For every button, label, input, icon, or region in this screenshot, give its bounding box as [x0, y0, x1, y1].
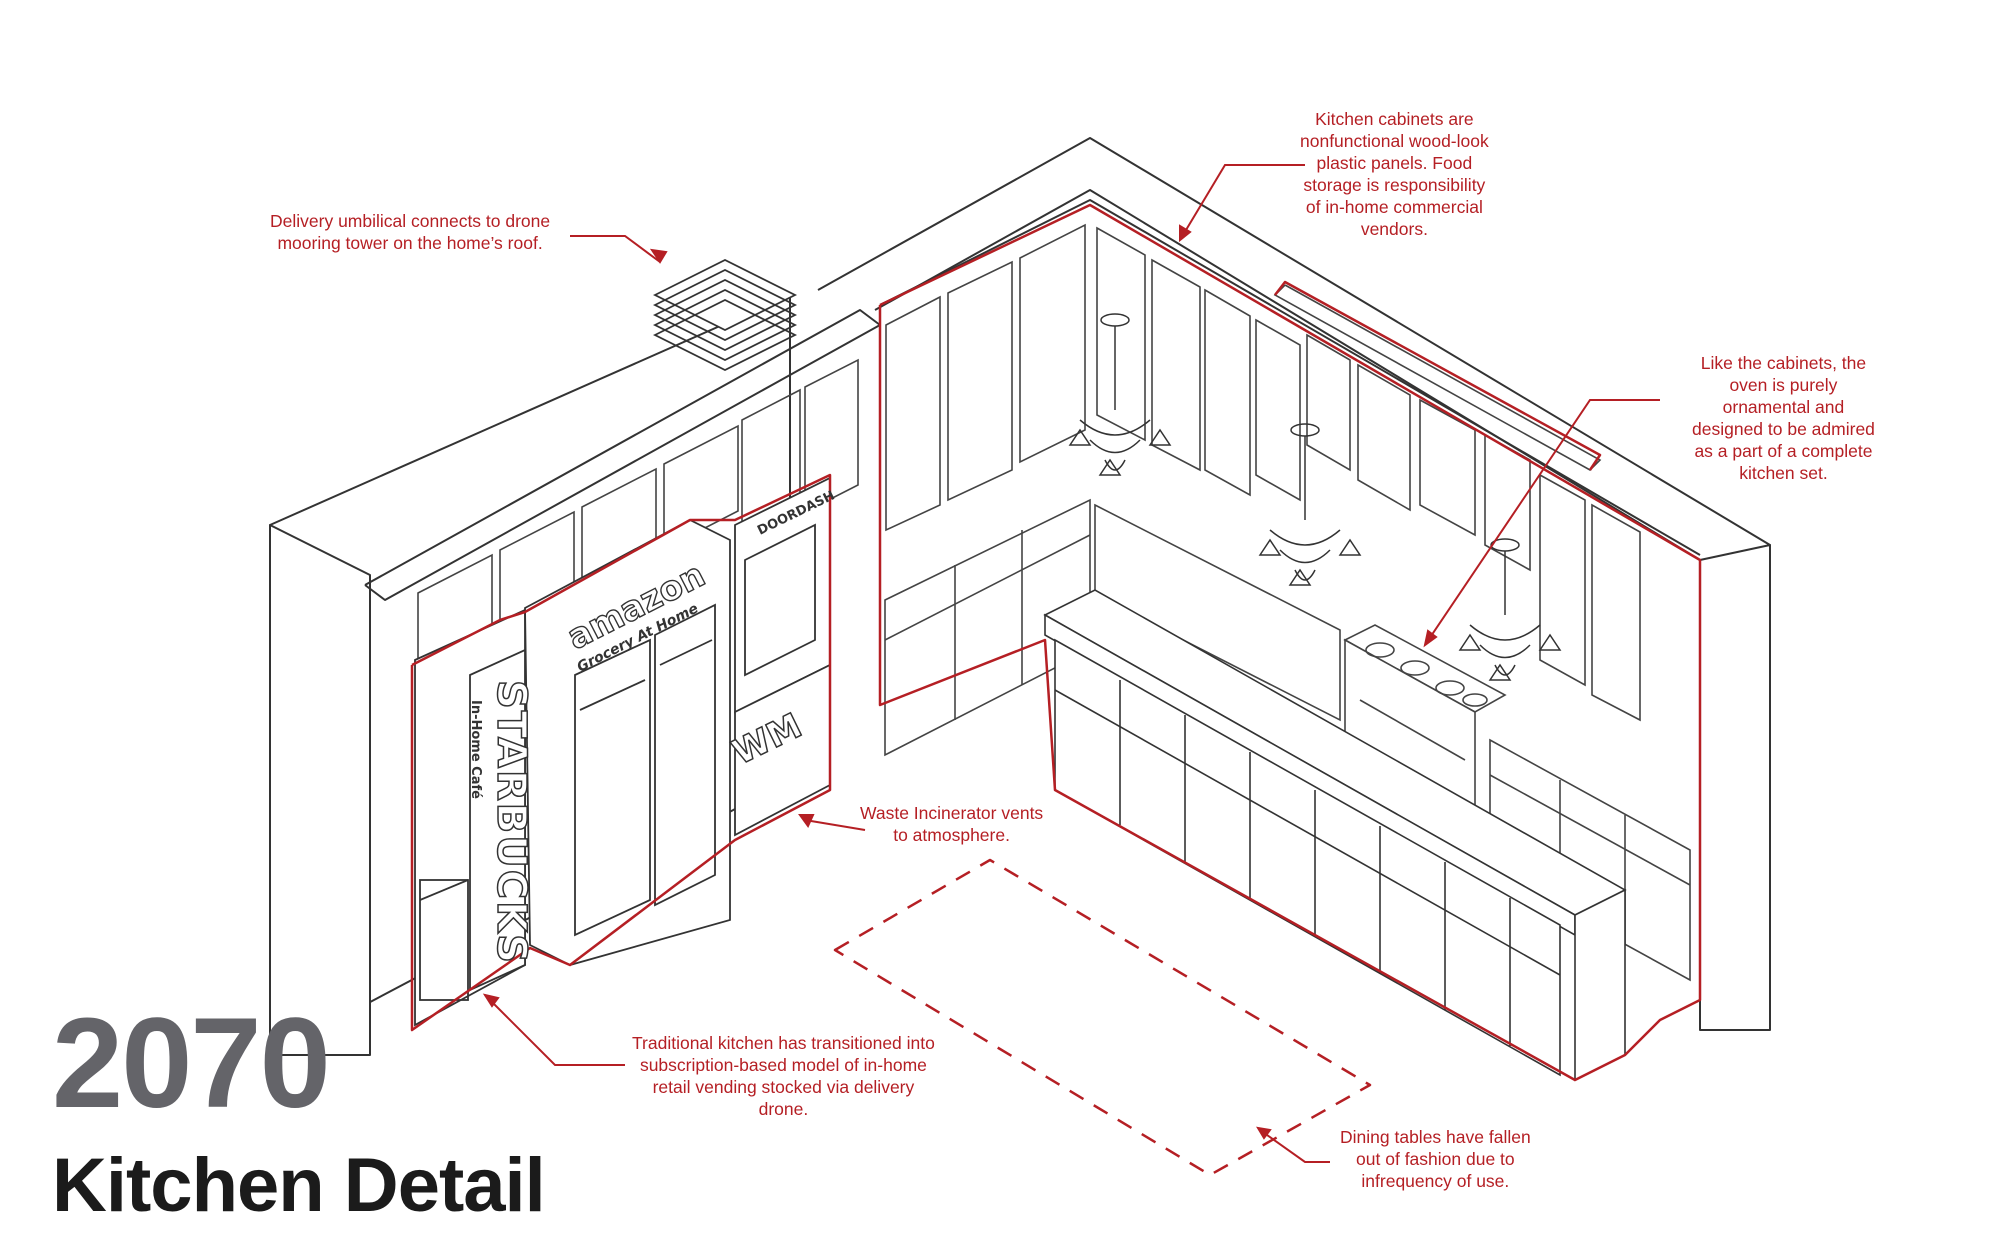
annotation-cabinets: Kitchen cabinets are nonfunctional wood-… [1300, 109, 1489, 239]
leader-waste-incinerator [798, 814, 866, 831]
chandelier-1 [1068, 313, 1172, 476]
title-kitchen-detail: Kitchen Detail [52, 1143, 546, 1228]
starbucks-vending-machine [414, 608, 526, 1027]
leader-delivery-umbilical [570, 235, 668, 264]
chandelier-2 [1258, 423, 1362, 586]
starbucks-sub-label: In-Home Café [468, 700, 483, 799]
annotation-delivery-umbilical: Delivery umbilical connects to drone moo… [270, 211, 551, 253]
annotation-traditional-kitchen: Traditional kitchen has transitioned int… [632, 1033, 935, 1119]
annotation-dining-tables: Dining tables have fallen out of fashion… [1340, 1127, 1531, 1191]
drone-mooring-stack [652, 258, 798, 372]
upper-cabinets-back-right [1096, 226, 1641, 722]
leader-traditional-kitchen [482, 993, 625, 1066]
leader-dining-tables [1256, 1126, 1330, 1163]
leader-cabinets [1179, 164, 1305, 243]
red-outline-hood [1274, 280, 1602, 471]
kitchen-island [1043, 589, 1627, 1082]
chandelier-3 [1458, 538, 1562, 681]
leader-oven [1423, 399, 1660, 648]
title-year: 2070 [52, 992, 331, 1135]
annotation-waste-incinerator: Waste Incinerator vents to atmosphere. [860, 803, 1044, 845]
right-wall-block [1699, 544, 1771, 1031]
cornice-back [879, 199, 1701, 556]
red-outline-cabinets [878, 203, 1702, 1082]
starbucks-label: STARBUCKS [488, 680, 534, 965]
red-outline-vendors [410, 473, 832, 1032]
annotation-oven: Like the cabinets, the oven is purely or… [1692, 353, 1875, 483]
dashed-dining-area [833, 858, 1372, 1177]
amazon-vending-machine [524, 518, 731, 966]
range-hood-shelf [1273, 284, 1602, 471]
left-wall-side [269, 524, 371, 1056]
upper-cabinets-back-left [885, 223, 1086, 532]
